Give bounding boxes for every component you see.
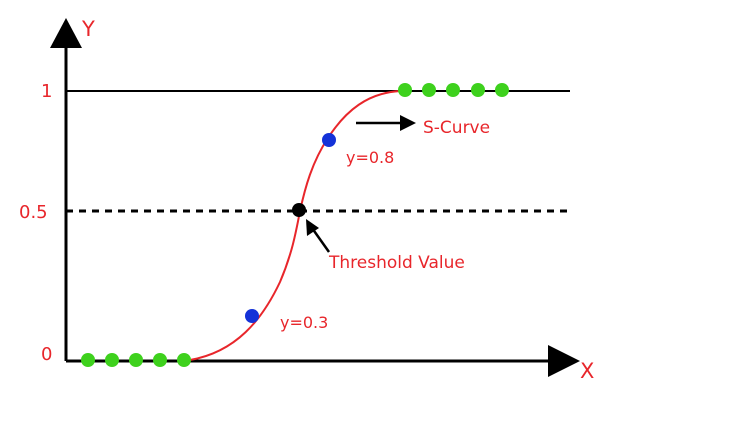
threshold-point — [292, 203, 306, 217]
sample-point-low — [245, 309, 259, 323]
s-curve-arrow-icon — [400, 115, 416, 131]
tick-label-0-5: 0.5 — [19, 202, 48, 223]
class-point — [81, 353, 95, 367]
tick-label-0: 0 — [41, 344, 52, 365]
class-point — [105, 353, 119, 367]
class-point — [398, 83, 412, 97]
s-curve-label: S-Curve — [423, 118, 490, 138]
high-point-label: y=0.8 — [346, 148, 394, 167]
sample-point-high — [322, 133, 336, 147]
class-point — [495, 83, 509, 97]
x-axis-arrow-icon — [548, 345, 580, 377]
class-point — [153, 353, 167, 367]
x-axis-label: X — [580, 359, 594, 383]
class-point — [177, 353, 191, 367]
tick-label-1: 1 — [41, 81, 52, 102]
y-axis-arrow-icon — [50, 18, 82, 48]
y-axis-label: Y — [81, 17, 95, 41]
class-point — [446, 83, 460, 97]
threshold-label: Threshold Value — [328, 253, 465, 273]
class-0-points — [81, 353, 191, 367]
class-1-points — [398, 83, 509, 97]
class-point — [422, 83, 436, 97]
threshold-arrow-icon — [306, 219, 319, 236]
threshold-arrow-line — [310, 227, 331, 253]
class-point — [129, 353, 143, 367]
low-point-label: y=0.3 — [280, 313, 328, 332]
class-point — [471, 83, 485, 97]
